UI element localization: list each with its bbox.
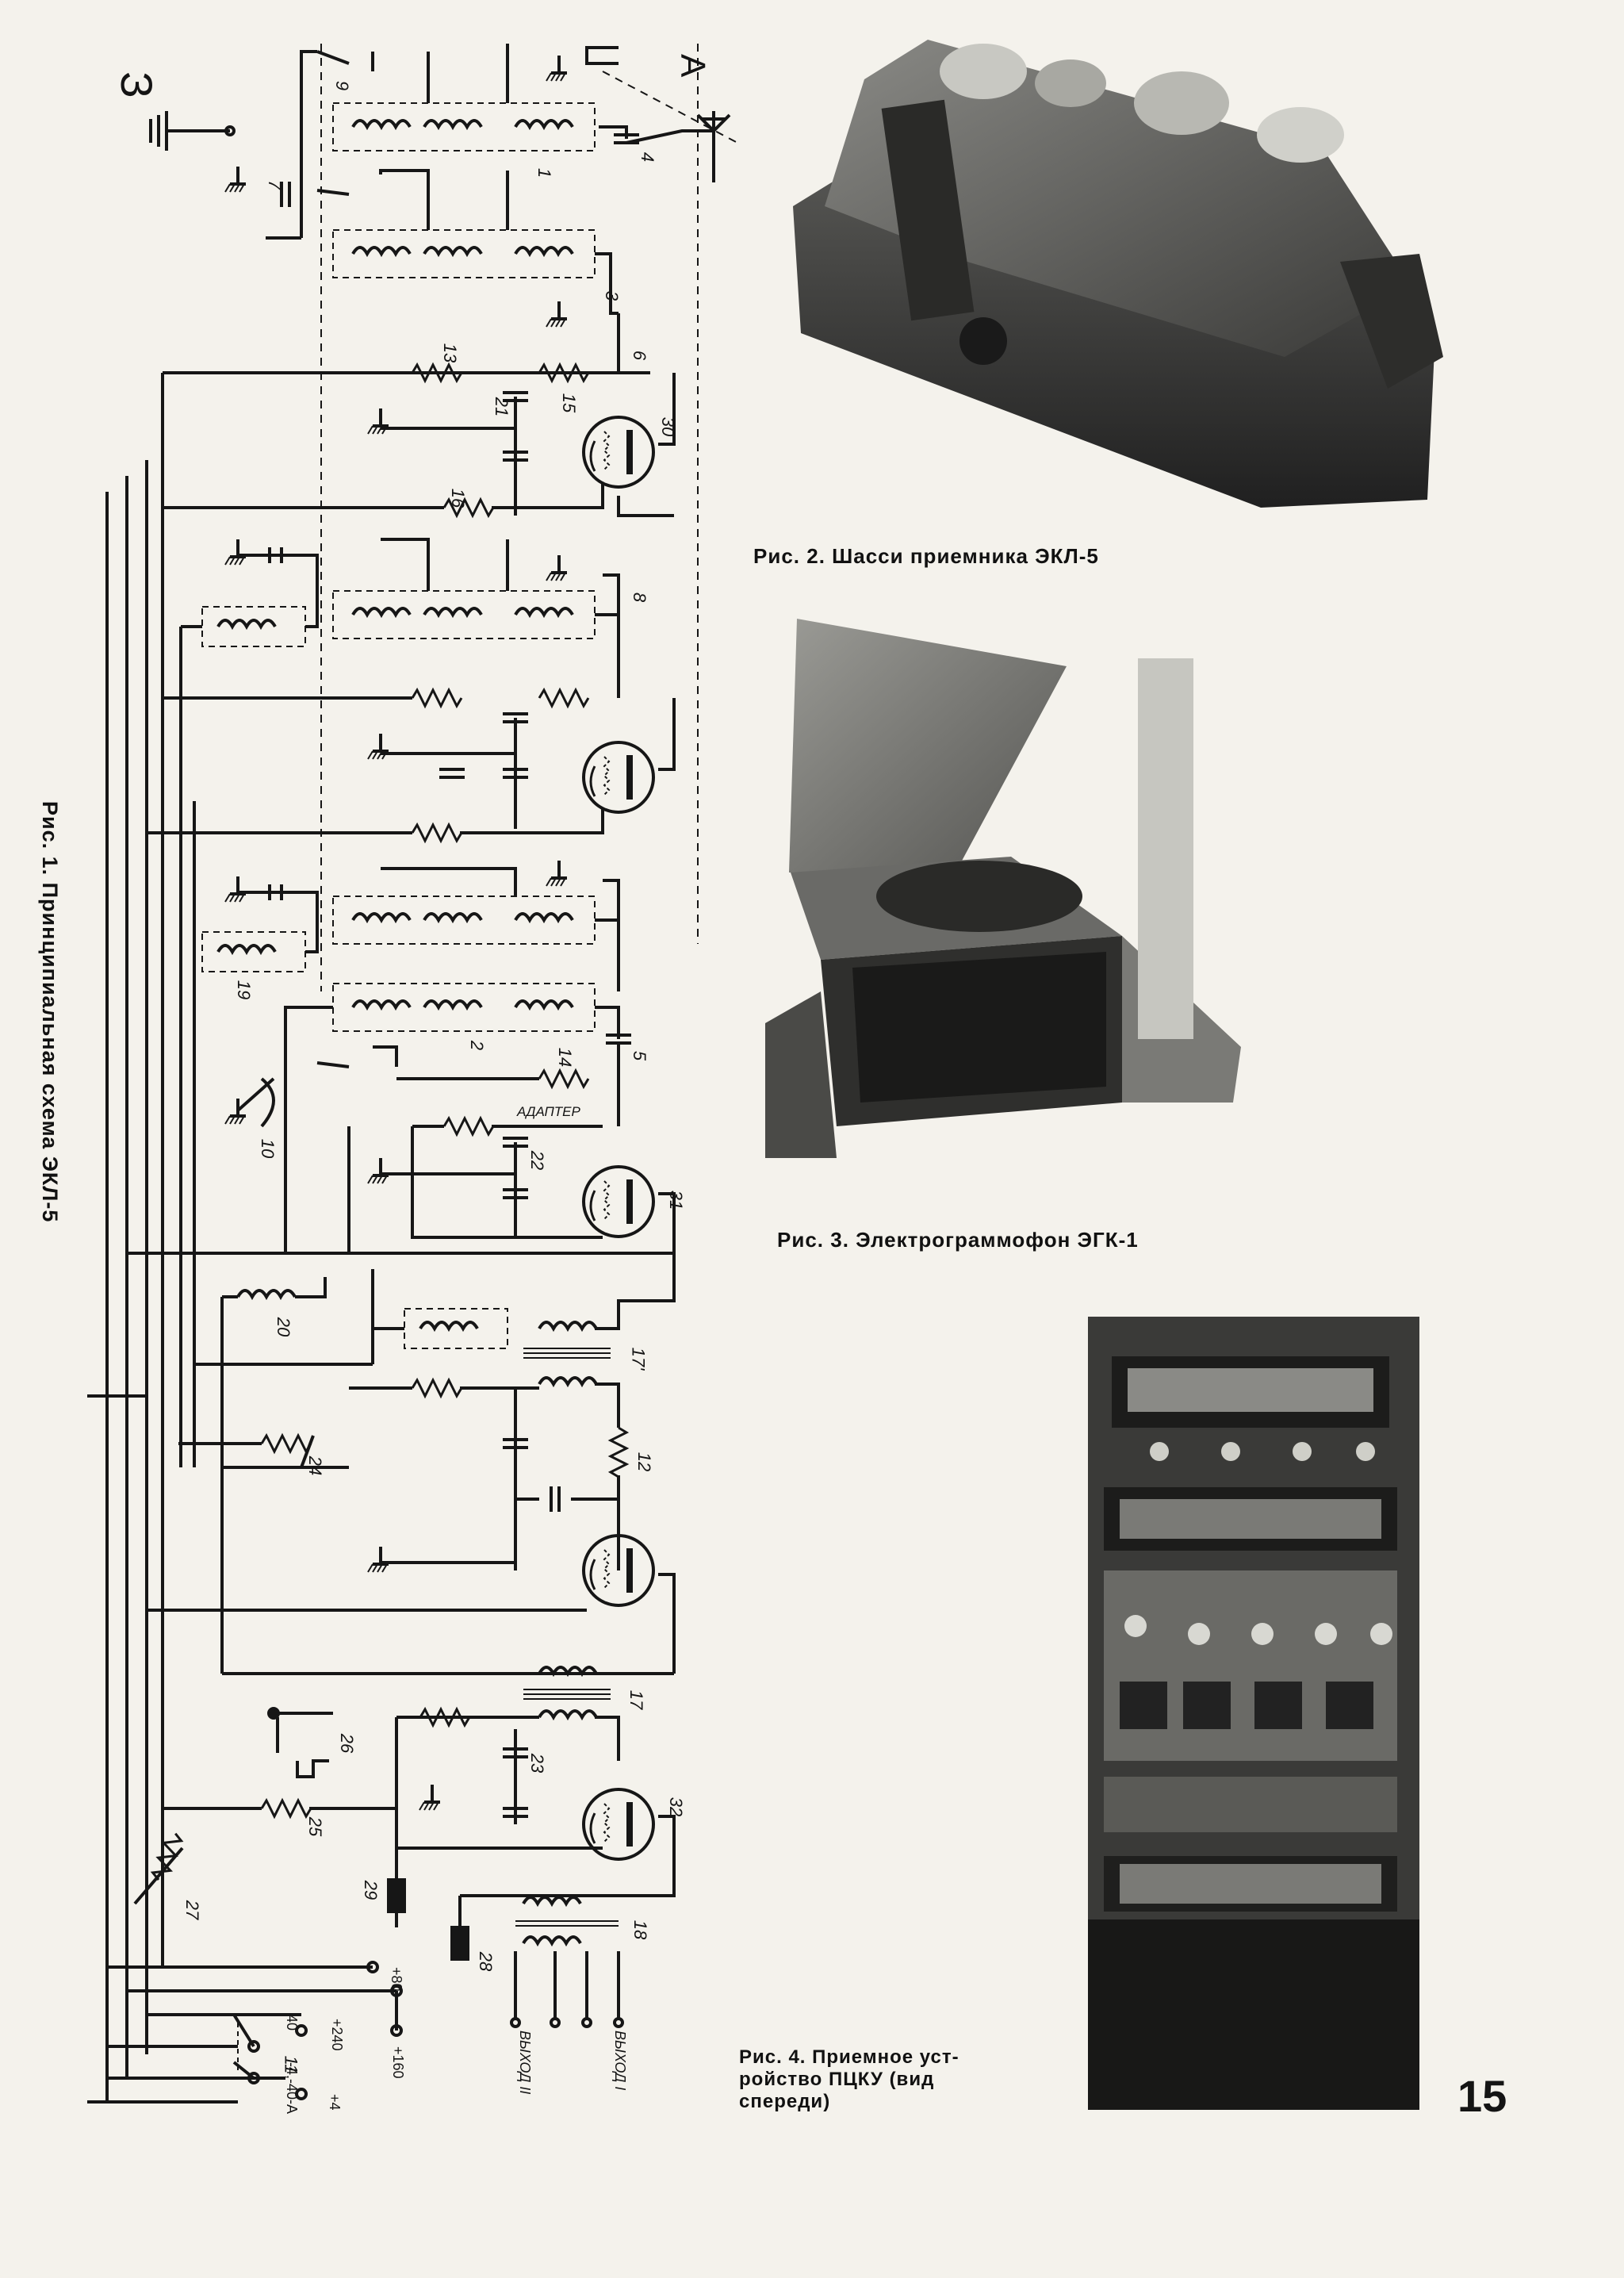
comp-29: 29 xyxy=(361,1880,381,1900)
comp-3: 3 xyxy=(602,290,622,301)
comp-31: 31 xyxy=(666,1190,687,1210)
schematic-adapter-label: АДАПТЕР xyxy=(517,1104,580,1119)
comp-19: 19 xyxy=(234,980,255,1000)
comp-5: 5 xyxy=(630,1050,650,1061)
fig4-caption-line3: спереди) xyxy=(739,2091,831,2112)
comp-1: 1 xyxy=(534,167,555,178)
fig1-caption: Рис. 1. Принципиальная схема ЭКЛ-5 xyxy=(38,801,62,1223)
comp-26: 26 xyxy=(337,1733,358,1754)
comp-28: 28 xyxy=(476,1951,496,1972)
comp-21: 21 xyxy=(492,397,512,417)
comp-17: 17 xyxy=(626,1689,647,1710)
comp-4: 4 xyxy=(638,151,658,163)
comp-13: 13 xyxy=(440,343,461,363)
comp-27: 27 xyxy=(182,1900,203,1920)
comp-15: 15 xyxy=(559,393,580,413)
fig2-caption: Рис. 2. Шасси приемника ЭКЛ-5 xyxy=(753,544,1099,568)
page-number: 15 xyxy=(1457,2071,1507,2121)
schematic-v160-label: +160 xyxy=(390,2046,406,2079)
comp-32: 32 xyxy=(666,1797,687,1817)
fig4-caption-line1: Рис. 4. Приемное уст- xyxy=(739,2046,959,2068)
comp-2: 2 xyxy=(467,1040,488,1051)
fig4-caption-line2: ройство ПЦКУ (вид xyxy=(739,2069,935,2090)
schematic-output2-label: ВЫХОД II xyxy=(517,2031,533,2095)
schematic-ground-label: З xyxy=(112,71,162,98)
comp-22: 22 xyxy=(527,1150,548,1171)
comp-9: 9 xyxy=(332,80,353,91)
comp-25: 25 xyxy=(305,1816,326,1837)
comp-11: 11 xyxy=(281,2055,301,2074)
comp-14: 14 xyxy=(555,1047,576,1068)
fig4-caption: Рис. 4. Приемное уст- ройство ПЦКУ (вид … xyxy=(739,2046,1009,2113)
fig2-chassis-photo xyxy=(785,24,1459,516)
comp-17b: 17' xyxy=(628,1347,649,1371)
schematic-diagram xyxy=(87,44,738,2104)
comp-23: 23 xyxy=(527,1753,548,1774)
fig4-receiver-panel-photo xyxy=(1088,1317,1419,2110)
comp-12: 12 xyxy=(634,1452,655,1472)
comp-6: 6 xyxy=(630,350,650,361)
schematic-v40-label: 40 xyxy=(284,2015,300,2031)
schematic-output1-label: ВЫХОД I xyxy=(612,2031,628,2091)
comp-24: 24 xyxy=(305,1455,326,1476)
fig3-caption: Рис. 3. Электрограммофон ЭГК-1 xyxy=(777,1228,1139,1252)
comp-10: 10 xyxy=(258,1138,278,1159)
comp-18: 18 xyxy=(630,1919,651,1940)
comp-20: 20 xyxy=(274,1317,294,1337)
comp-8: 8 xyxy=(630,592,650,603)
comp-30: 30 xyxy=(658,416,679,437)
schematic-v240-label: +240 xyxy=(329,2019,345,2051)
comp-7: 7 xyxy=(265,179,285,190)
comp-16: 16 xyxy=(448,488,469,508)
schematic-antenna-label: А xyxy=(673,54,712,78)
schematic-v80-label: +80 xyxy=(389,1967,404,1992)
fig3-gramophone-photo xyxy=(749,611,1249,1158)
schematic-v4-label: +4 xyxy=(327,2094,343,2111)
